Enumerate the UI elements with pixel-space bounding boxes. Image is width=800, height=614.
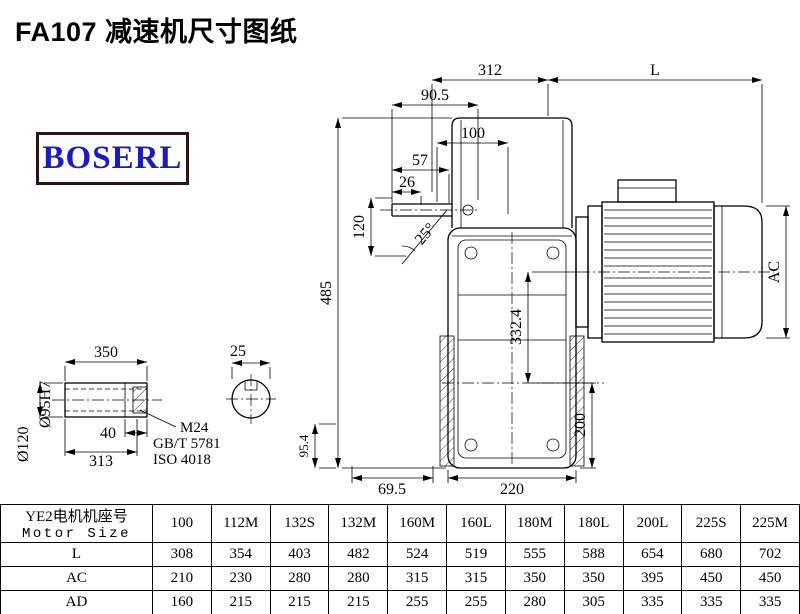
column-header: 160M: [387, 504, 448, 543]
value-cell: 654: [622, 542, 683, 567]
value-cell: 335: [681, 590, 742, 614]
value-cell: 450: [681, 566, 742, 591]
value-cell: 335: [740, 590, 800, 614]
motor-view: [575, 179, 774, 343]
value-cell: 519: [446, 542, 506, 567]
row-label: AD: [0, 590, 153, 614]
dim-label-100: 100: [461, 125, 485, 142]
dim-label-120: 120: [351, 215, 368, 239]
value-cell: 524: [387, 542, 448, 567]
dim-label-dia95h7: Ø95H7: [37, 381, 54, 428]
left-flange-hatch: [439, 335, 455, 467]
column-header: 112M: [210, 504, 271, 543]
table-row-L: L 308 354 403 482 524 519 555 588 654 68…: [0, 542, 800, 567]
row-label: L: [0, 542, 153, 567]
column-header: 225S: [681, 504, 742, 543]
value-cell: 395: [622, 566, 683, 591]
dim-label-26: 26: [399, 174, 415, 191]
column-header: 225M: [740, 504, 800, 543]
value-cell: 315: [446, 566, 506, 591]
value-cell: 702: [740, 542, 800, 567]
value-cell: 280: [504, 590, 565, 614]
value-cell: 255: [387, 590, 448, 614]
value-cell: 160: [152, 590, 212, 614]
value-cell: 315: [387, 566, 448, 591]
table-row-AC: AC 210 230 280 280 315 315 350 350 395 4…: [0, 566, 800, 591]
column-header: 200L: [622, 504, 683, 543]
dim-label-L: L: [650, 62, 660, 79]
value-cell: 280: [269, 566, 330, 591]
motor-size-header-cell: YE2电机机座号 Motor Size: [0, 504, 153, 543]
value-cell: 403: [269, 542, 330, 567]
value-cell: 255: [446, 590, 506, 614]
dim-label-332-4: 332.4: [508, 309, 525, 345]
dim-label-485: 485: [318, 281, 335, 305]
column-header: 180L: [563, 504, 624, 543]
value-cell: 354: [210, 542, 271, 567]
table-header-row: YE2电机机座号 Motor Size 100 112M 132S 132M 1…: [0, 504, 800, 543]
right-flange-hatch: [569, 335, 585, 467]
gearbox-main-view: [380, 117, 604, 469]
dim-label-95-4: 95.4: [296, 434, 311, 457]
motor-size-table: YE2电机机座号 Motor Size 100 112M 132S 132M 1…: [0, 504, 800, 614]
dimension-labels: 312 L 90.5 100 57 26 120 25° 485 332.4 A…: [15, 62, 783, 498]
brand-logo: BOSERL: [36, 132, 189, 185]
value-cell: 482: [328, 542, 389, 567]
value-cell: 335: [622, 590, 683, 614]
header-en: Motor Size: [21, 526, 131, 542]
dim-label-220: 220: [500, 481, 524, 498]
row-label: AC: [0, 566, 153, 591]
dim-label-312: 312: [478, 62, 502, 79]
value-cell: 215: [328, 590, 389, 614]
value-cell: 350: [504, 566, 565, 591]
column-header: 180M: [504, 504, 565, 543]
value-cell: 350: [563, 566, 624, 591]
value-cell: 215: [210, 590, 271, 614]
note-m24: M24: [180, 420, 209, 436]
table-row-AD: AD 160 215 215 215 255 255 280 305 335 3…: [0, 590, 800, 614]
value-cell: 210: [152, 566, 212, 591]
dim-label-350: 350: [94, 344, 118, 361]
value-cell: 450: [740, 566, 800, 591]
dim-label-40: 40: [100, 425, 116, 442]
header-cn: YE2电机机座号: [25, 509, 128, 525]
note-gbt: GB/T 5781: [153, 436, 221, 452]
value-cell: 588: [563, 542, 624, 567]
column-header: 132M: [328, 504, 389, 543]
dim-label-200: 200: [572, 413, 589, 437]
value-cell: 230: [210, 566, 271, 591]
extension-lines: [44, 84, 790, 483]
dim-label-25: 25: [230, 343, 246, 360]
dimension-lines: [37, 77, 789, 481]
dim-label-dia120: Ø120: [15, 426, 32, 462]
terminal-box: [617, 179, 677, 203]
column-header: 132S: [269, 504, 330, 543]
value-cell: 280: [328, 566, 389, 591]
shaft-section-view: [226, 374, 276, 424]
dim-label-69-5: 69.5: [378, 481, 406, 498]
dim-label-90-5: 90.5: [421, 87, 449, 104]
column-header: 100: [152, 504, 212, 543]
value-cell: 680: [681, 542, 742, 567]
note-iso: ISO 4018: [153, 452, 211, 468]
value-cell: 305: [563, 590, 624, 614]
value-cell: 215: [269, 590, 330, 614]
value-cell: 555: [504, 542, 565, 567]
column-header: 160L: [446, 504, 506, 543]
value-cell: 308: [152, 542, 212, 567]
shaft-detail-view: [52, 382, 177, 428]
dim-label-313: 313: [89, 453, 113, 470]
page-title: FA107 减速机尺寸图纸: [15, 17, 298, 47]
dim-label-AC: AC: [766, 261, 783, 283]
brand-logo-text: BOSERL: [42, 140, 183, 176]
fan-cover: [713, 205, 763, 339]
dim-label-57: 57: [412, 152, 428, 169]
